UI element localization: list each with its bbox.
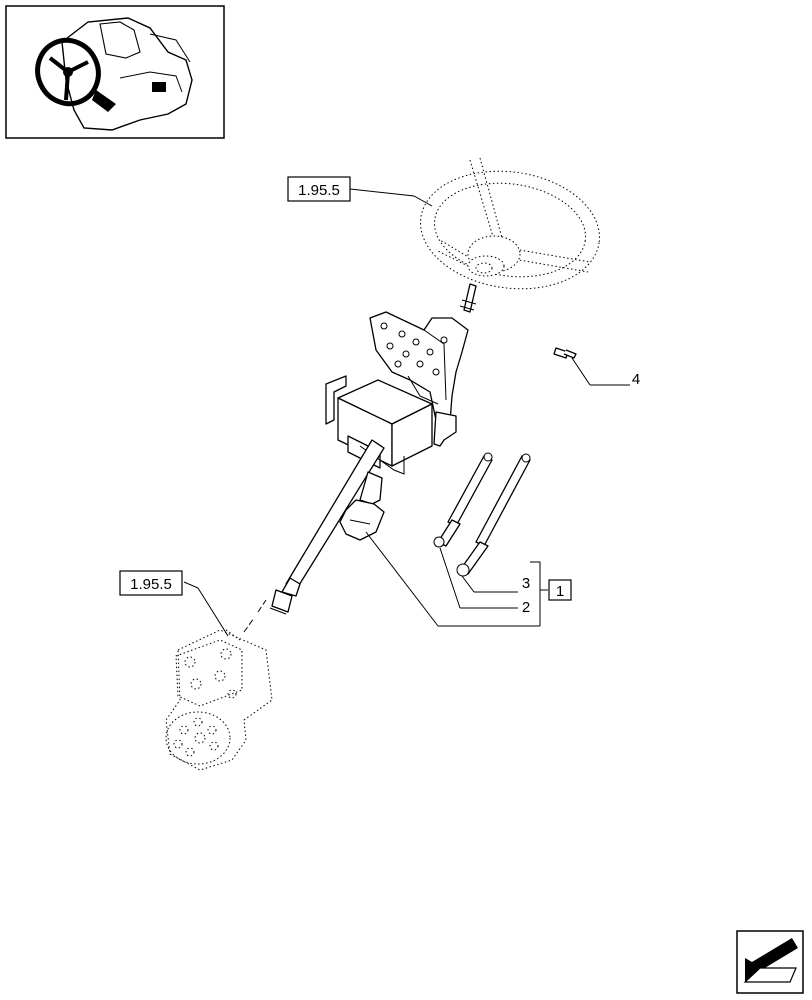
gas-spring-3	[456, 453, 531, 577]
steering-motor	[165, 629, 273, 771]
steering-wheel	[420, 157, 600, 290]
callout-steering-motor-ref[interactable]: 1.95.5	[119, 570, 183, 596]
svg-text:1: 1	[556, 583, 564, 600]
callout-steering-wheel-ref[interactable]: 1.95.5	[287, 176, 351, 202]
column-mounting-plate	[369, 311, 469, 423]
callout-item-3: 3	[522, 575, 530, 592]
leader-lines	[183, 188, 630, 637]
steering-column-upper-shaft	[459, 283, 477, 313]
next-page-arrow-icon[interactable]	[736, 930, 804, 994]
steering-column-lower-shaft	[269, 439, 385, 615]
tractor-steering-wheel-thumbnail-icon[interactable]	[5, 5, 225, 139]
svg-text:1.95.5: 1.95.5	[130, 576, 172, 593]
gas-spring-2	[433, 452, 493, 548]
tilt-adjustment-lever	[339, 471, 385, 541]
callout-item-2: 2	[522, 599, 530, 616]
callout-item-4: 4	[632, 371, 640, 388]
screw-4	[553, 347, 577, 359]
callout-kit-ref[interactable]: 1	[548, 579, 572, 601]
svg-text:1.95.5: 1.95.5	[298, 182, 340, 199]
